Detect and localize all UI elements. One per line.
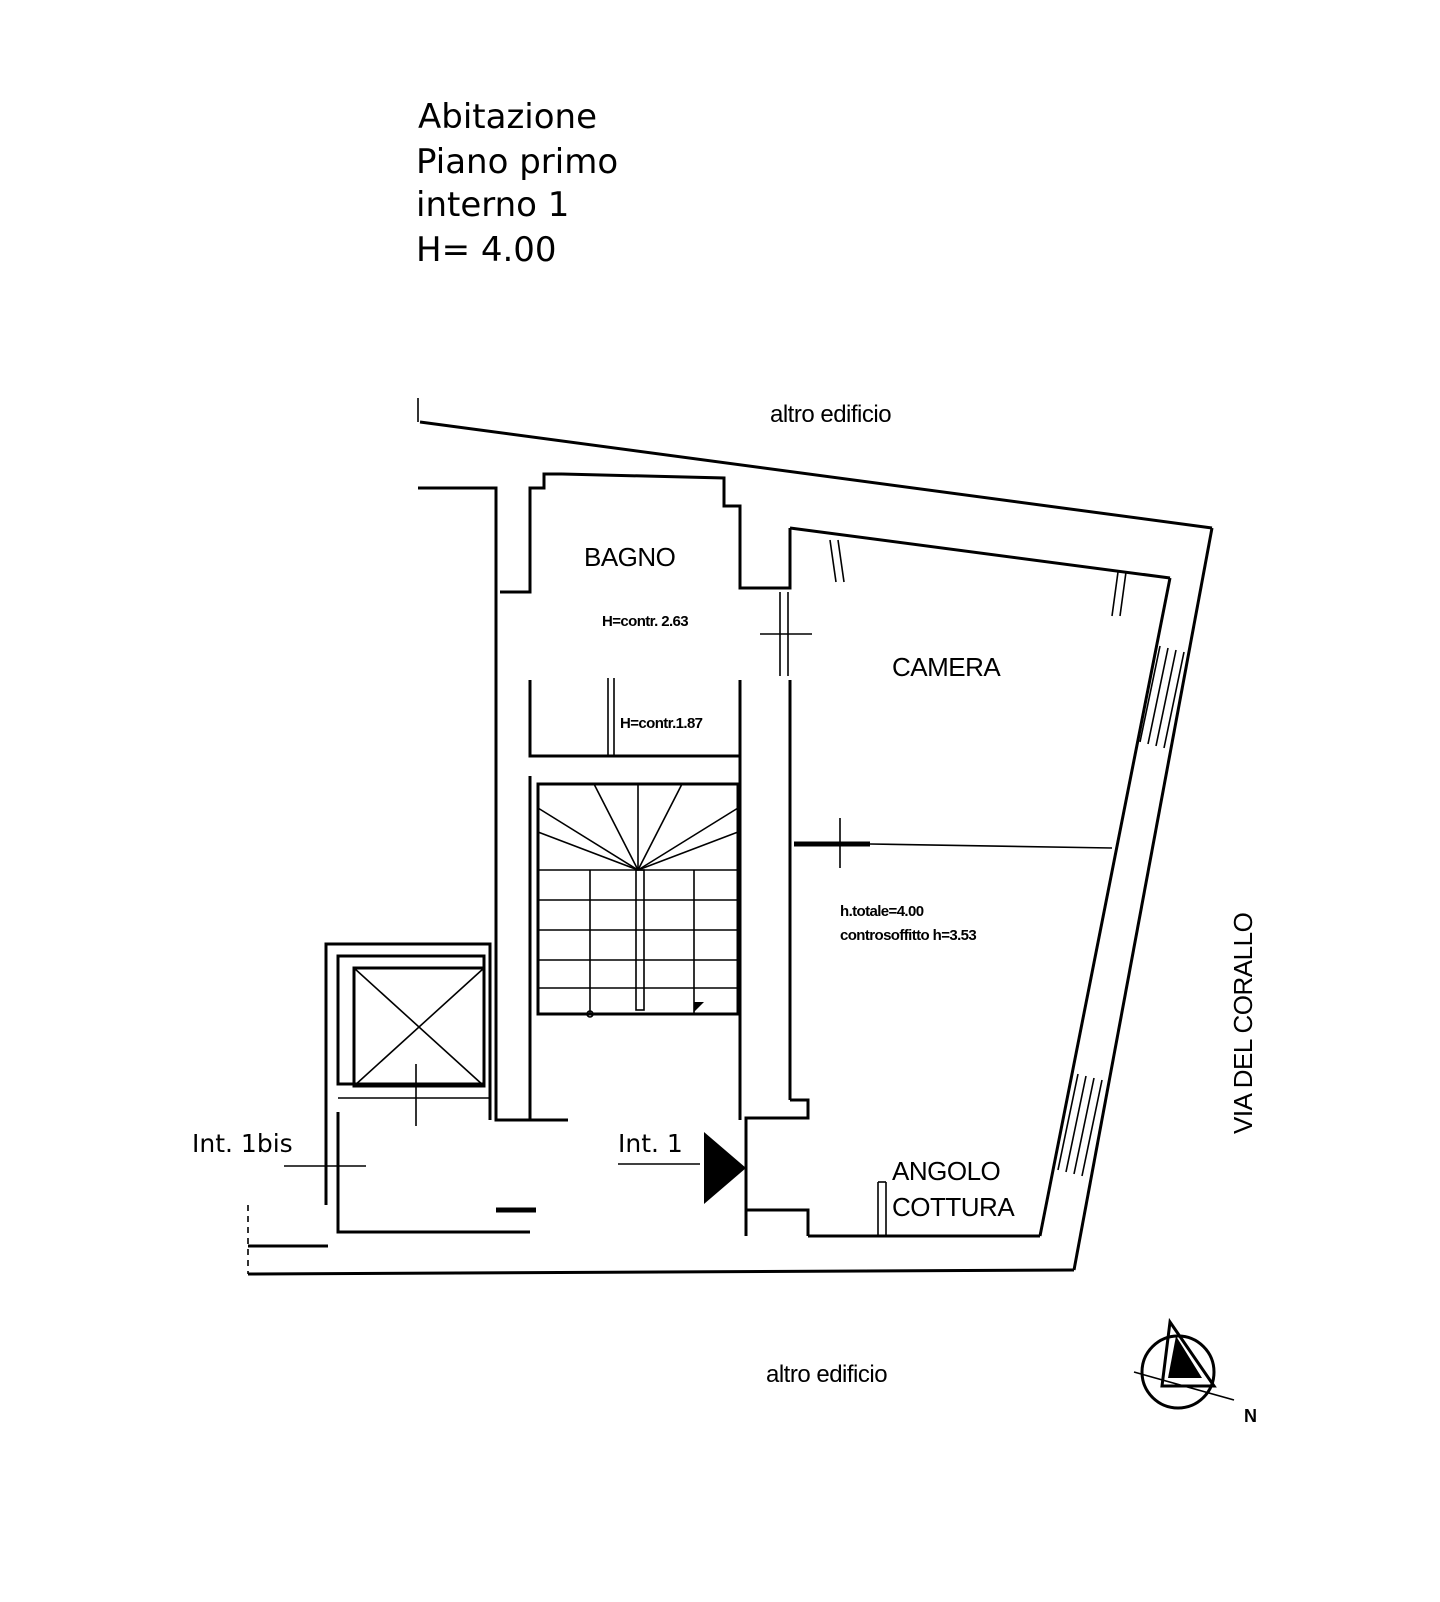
staircase xyxy=(536,782,740,1018)
street-label: VIA DEL CORALLO xyxy=(1228,913,1258,1134)
header-line-1: Abitazione xyxy=(418,97,597,137)
central-walls xyxy=(528,680,810,1236)
kitchen-label-line-1: ANGOLO xyxy=(892,1156,1000,1186)
bathroom-label: BAGNO xyxy=(584,542,675,572)
plan-header: Abitazione Piano primo interno 1 H= 4.00 xyxy=(416,97,618,270)
bathroom-height-note-2: H=contr.1.87 xyxy=(620,715,703,732)
window-lower xyxy=(1057,1073,1103,1177)
neighbour-bottom-label: altro edificio xyxy=(766,1361,887,1388)
building-outline xyxy=(247,398,1214,1276)
neighbour-top-label: altro edificio xyxy=(770,401,891,428)
entrance-int-1bis-label: Int. 1bis xyxy=(192,1129,293,1158)
living-height-note-2: controsoffitto h=3.53 xyxy=(840,927,976,944)
header-line-4: H= 4.00 xyxy=(416,230,557,270)
camera-details xyxy=(794,539,1127,868)
entrance-arrow-icon xyxy=(704,1132,746,1204)
bathroom-height-note-1: H=contr. 2.63 xyxy=(602,613,688,630)
window-upper xyxy=(1139,645,1185,749)
header-line-3: interno 1 xyxy=(416,185,569,225)
elevator-shaft xyxy=(324,942,536,1234)
compass-north-label: N xyxy=(1244,1406,1256,1426)
compass-icon xyxy=(1133,1317,1235,1410)
camera-label: CAMERA xyxy=(892,652,1001,682)
kitchen-label-line-2: COTTURA xyxy=(892,1192,1015,1222)
kitchen-counter xyxy=(877,1181,887,1236)
entrance-int-1-label: Int. 1 xyxy=(618,1129,683,1158)
bathroom-walls xyxy=(418,472,1171,1122)
living-height-note-1: h.totale=4.00 xyxy=(840,903,924,920)
header-line-2: Piano primo xyxy=(416,142,618,182)
